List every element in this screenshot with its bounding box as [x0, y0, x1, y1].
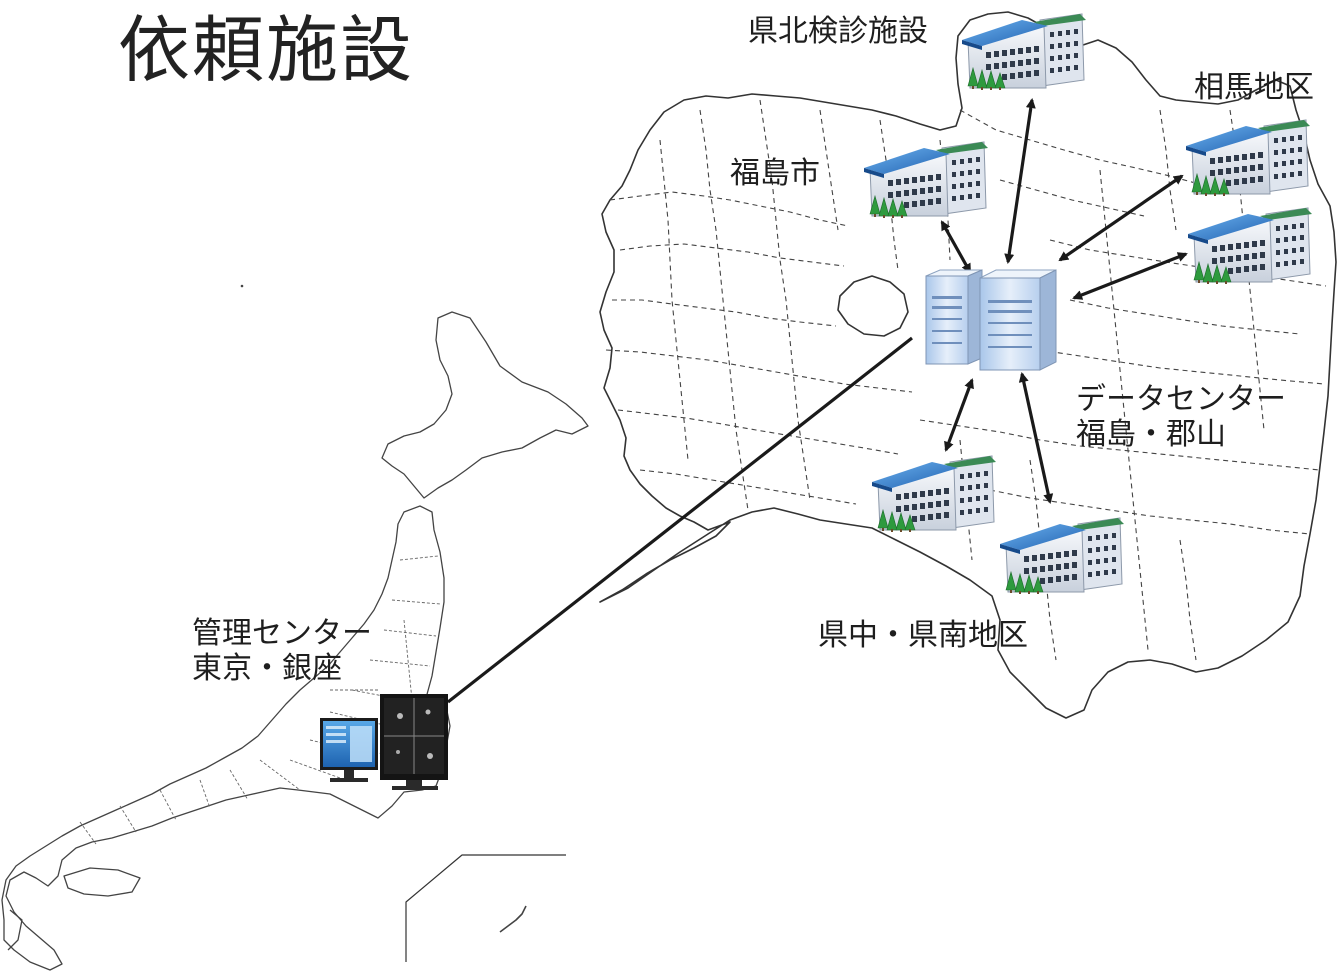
arrow-soma-2: [1072, 252, 1188, 300]
arrow-soma-1: [1058, 174, 1184, 262]
label-fukushima-city: 福島市: [730, 156, 820, 191]
hospital-building-icon: [872, 455, 997, 532]
hospital-building-icon: [1186, 119, 1311, 196]
hospital-building-icon: [962, 13, 1087, 90]
okinawa-inset-frame: [405, 854, 566, 962]
arrow-kenchu-1: [944, 378, 974, 452]
label-datacenter-line1: データセンター: [1076, 382, 1286, 417]
page-title: 依頼施設: [118, 8, 415, 92]
link-mgmt-datacenter: [447, 336, 913, 704]
arrow-kenpoku: [1004, 98, 1036, 264]
workstation-monitor-icon: [320, 694, 448, 790]
connections: [447, 98, 1188, 704]
label-mgmt-line1: 管理センター: [192, 616, 372, 651]
arrow-kenchu-2: [1018, 372, 1054, 504]
kyushu-hint: [7, 909, 23, 951]
label-soma: 相馬地区: [1194, 70, 1314, 105]
arrow-fukushima-city: [940, 220, 972, 274]
label-kenchu: 県中・県南地区: [818, 618, 1028, 653]
label-datacenter: データセンター 福島・郡山: [1076, 382, 1286, 453]
hokkaido-outline: [381, 311, 589, 499]
label-datacenter-line2: 福島・郡山: [1076, 417, 1226, 453]
lake-inawashiro: [837, 275, 909, 337]
label-mgmt-line2: 東京・銀座: [192, 651, 342, 687]
label-kenpoku: 県北検診施設: [748, 14, 928, 49]
hospital-building-icon: [864, 141, 989, 218]
okinawa-islands: [499, 905, 527, 933]
shikoku-outline: [63, 867, 141, 897]
fukushima-map: [599, 11, 1337, 719]
server-tower-icon: [925, 269, 1057, 371]
hospital-building-icon: [1000, 517, 1125, 594]
label-mgmt-center: 管理センター 東京・銀座: [192, 616, 372, 687]
fukushima-outline: [599, 11, 1337, 719]
hospital-building-icon: [1188, 207, 1313, 284]
